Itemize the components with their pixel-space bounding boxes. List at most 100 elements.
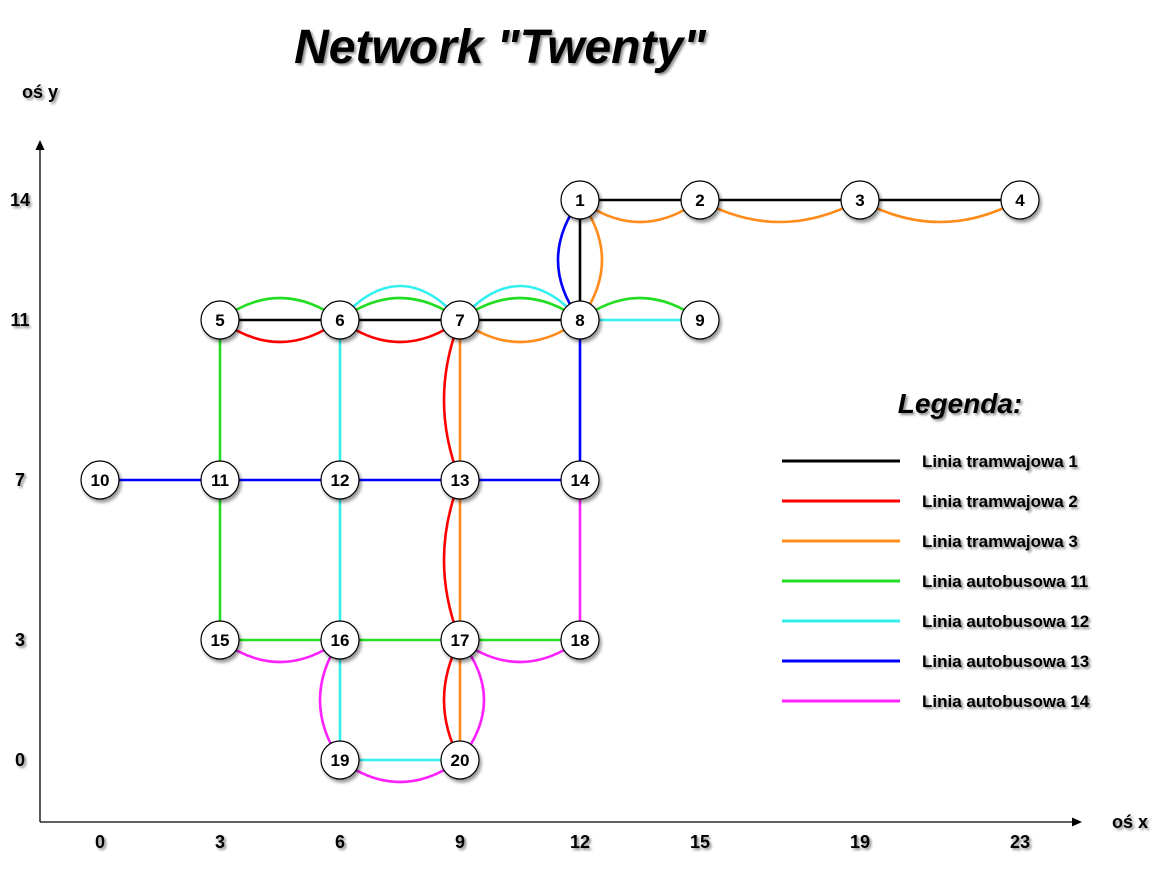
legend-label: Linia tramwajowa 2 — [922, 492, 1078, 511]
stop-5[interactable]: 5 — [200, 300, 240, 340]
stop-13[interactable]: 13 — [440, 460, 480, 500]
legend-item-b14: Linia autobusowa 14 — [782, 692, 1090, 711]
stop-label: 8 — [575, 311, 584, 330]
segment-t3-4-3 — [858, 198, 1022, 224]
stop-14[interactable]: 14 — [560, 460, 600, 500]
stop-circle — [320, 740, 360, 780]
stop-circle — [440, 740, 480, 780]
x-axis-title: oś x — [1112, 812, 1148, 832]
stop-4[interactable]: 4 — [1000, 180, 1040, 220]
stop-label: 6 — [335, 311, 344, 330]
stop-20[interactable]: 20 — [440, 740, 480, 780]
stop-3[interactable]: 3 — [840, 180, 880, 220]
y-axis-arrow-icon — [35, 140, 45, 150]
stop-circle — [320, 300, 360, 340]
stop-label: 17 — [451, 631, 470, 650]
stop-12[interactable]: 12 — [320, 460, 360, 500]
stop-7[interactable]: 7 — [440, 300, 480, 340]
segment-t2-7-13 — [442, 318, 462, 482]
stop-label: 11 — [211, 471, 229, 490]
stop-label: 12 — [331, 471, 350, 490]
x-tick-label: 6 — [335, 832, 345, 852]
y-tick-label: 14 — [10, 190, 30, 210]
stop-2[interactable]: 2 — [680, 180, 720, 220]
y-tick-label: 0 — [15, 750, 25, 770]
legend-label: Linia autobusowa 13 — [922, 652, 1089, 671]
legend-item-t2: Linia tramwajowa 2 — [782, 492, 1078, 511]
stop-19[interactable]: 19 — [320, 740, 360, 780]
segment-t2-13-17 — [442, 478, 462, 642]
x-tick-label: 0 — [95, 832, 105, 852]
stop-circle — [80, 460, 120, 500]
legend-title: Legenda: — [898, 388, 1022, 419]
stop-circle — [840, 180, 880, 220]
stop-circle — [680, 180, 720, 220]
legend-item-b13: Linia autobusowa 13 — [782, 652, 1089, 671]
y-tick-labels: 14 11 7 3 0 — [10, 190, 30, 770]
stop-label: 19 — [331, 751, 350, 770]
legend-item-b11: Linia autobusowa 11 — [782, 572, 1088, 591]
stop-18[interactable]: 18 — [560, 620, 600, 660]
segment-t3-3-2 — [698, 198, 862, 224]
legend-item-t3: Linia tramwajowa 3 — [782, 532, 1078, 551]
stop-11[interactable]: 11 — [200, 460, 240, 500]
stop-9[interactable]: 9 — [680, 300, 720, 340]
stop-label: 3 — [855, 191, 864, 210]
stop-label: 7 — [455, 311, 464, 330]
stop-circle — [680, 300, 720, 340]
stop-label: 2 — [695, 191, 704, 210]
stop-circle — [560, 180, 600, 220]
transit-lines — [98, 198, 1022, 784]
x-tick-label: 12 — [570, 832, 590, 852]
stop-label: 13 — [451, 471, 470, 490]
stop-circle — [320, 460, 360, 500]
stop-circle — [560, 300, 600, 340]
stop-circle — [320, 620, 360, 660]
stop-label: 1 — [575, 191, 584, 210]
stop-circle — [200, 620, 240, 660]
stop-label: 14 — [571, 471, 590, 490]
stop-label: 10 — [91, 471, 110, 490]
stop-circle — [1000, 180, 1040, 220]
legend-item-b12: Linia autobusowa 12 — [782, 612, 1089, 631]
stop-10[interactable]: 10 — [80, 460, 120, 500]
stop-label: 9 — [695, 311, 704, 330]
stop-circle — [440, 300, 480, 340]
y-tick-label: 11 — [10, 310, 29, 330]
stop-label: 20 — [451, 751, 470, 770]
x-tick-label: 3 — [215, 832, 225, 852]
x-axis-arrow-icon — [1072, 817, 1082, 827]
stop-15[interactable]: 15 — [200, 620, 240, 660]
x-tick-label: 19 — [850, 832, 870, 852]
stop-label: 4 — [1015, 191, 1025, 210]
legend-item-t1: Linia tramwajowa 1 — [782, 452, 1078, 471]
legend-items: Linia tramwajowa 1 Linia tramwajowa 2 Lini… — [782, 452, 1090, 711]
stop-circle — [560, 460, 600, 500]
stop-label: 15 — [211, 631, 230, 650]
y-tick-label: 3 — [15, 630, 25, 650]
stop-label: 18 — [571, 631, 590, 650]
legend-label: Linia autobusowa 12 — [922, 612, 1089, 631]
stop-circle — [440, 460, 480, 500]
stop-17[interactable]: 17 — [440, 620, 480, 660]
y-tick-label: 7 — [15, 470, 25, 490]
x-tick-label: 23 — [1010, 832, 1030, 852]
stop-1[interactable]: 1 — [560, 180, 600, 220]
legend-label: Linia autobusowa 11 — [922, 572, 1088, 591]
stop-label: 5 — [215, 311, 224, 330]
stop-circle — [560, 620, 600, 660]
stop-6[interactable]: 6 — [320, 300, 360, 340]
stop-label: 16 — [331, 631, 350, 650]
diagram-title: Network "Twenty" — [294, 21, 707, 74]
stop-circle — [200, 300, 240, 340]
y-axis-title: oś y — [22, 82, 58, 102]
legend-label: Linia tramwajowa 1 — [922, 452, 1078, 471]
stop-8[interactable]: 8 — [560, 300, 600, 340]
stop-16[interactable]: 16 — [320, 620, 360, 660]
